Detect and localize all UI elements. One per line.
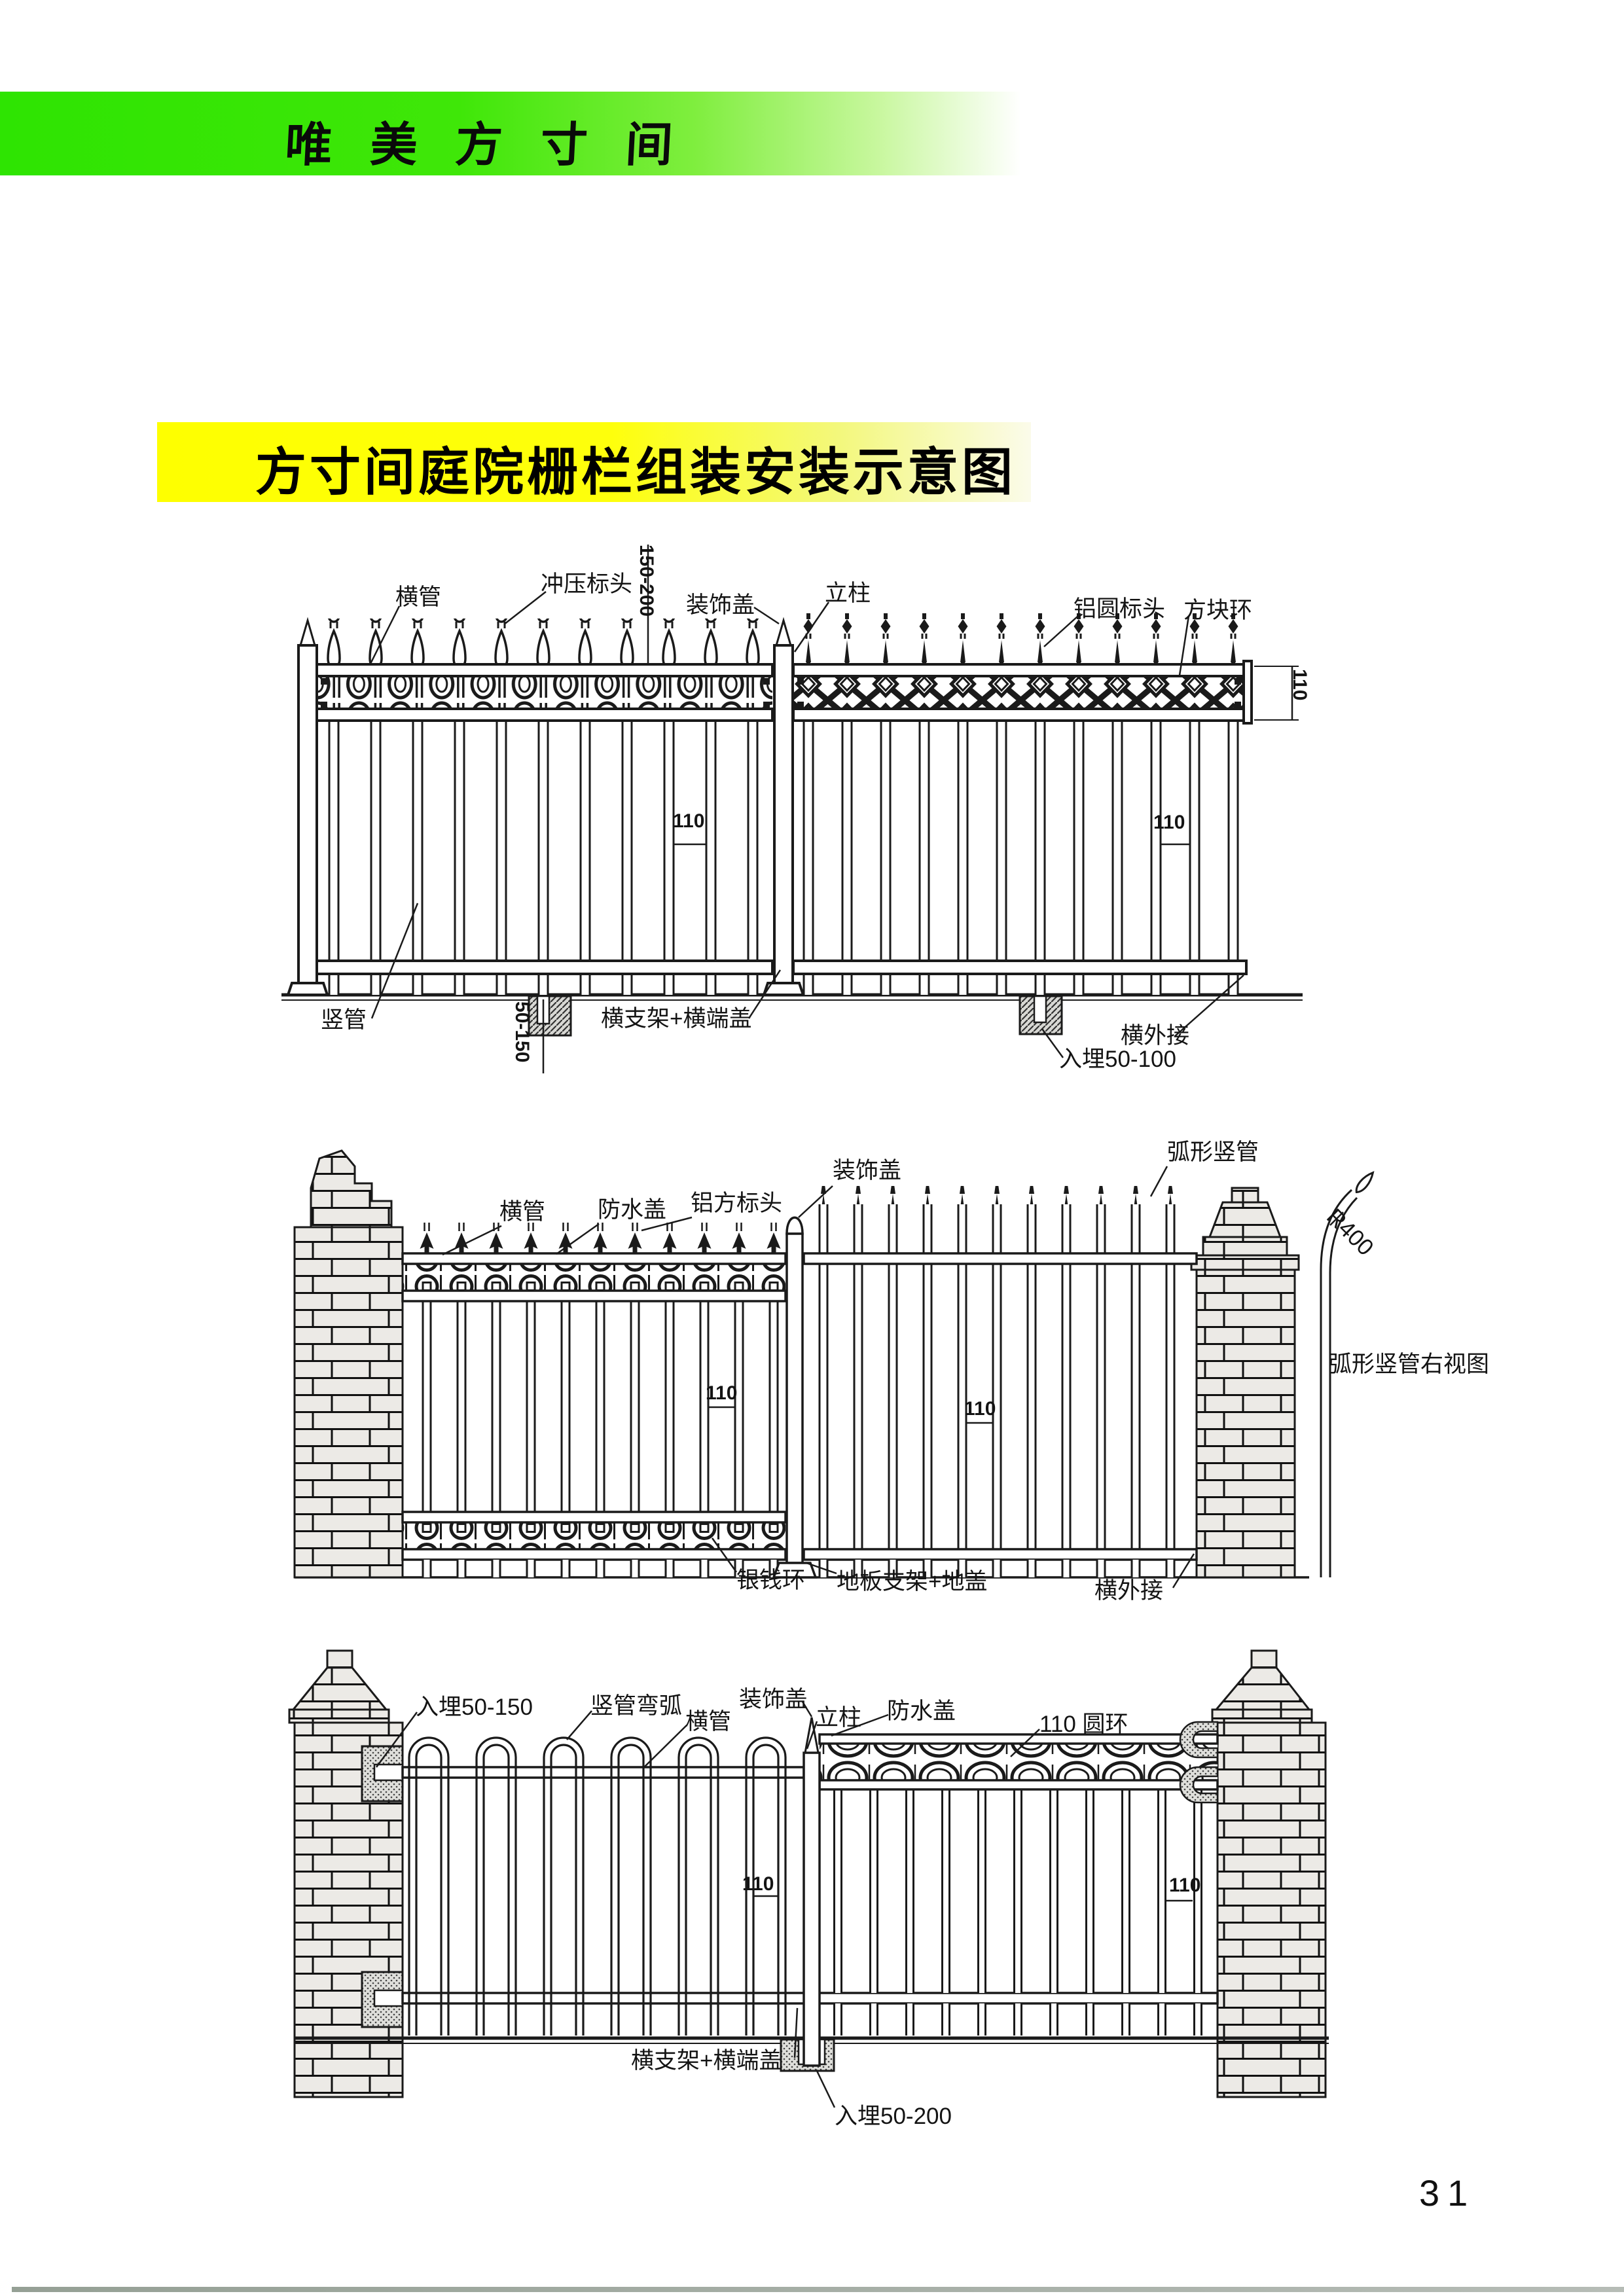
label-coin-ring: 银钱环 — [736, 1568, 806, 1593]
label-embed-depth-1: 入埋50-100 — [1059, 1047, 1176, 1072]
label-deco-cap-2: 装饰盖 — [833, 1158, 902, 1183]
label-deco-cap-1: 装饰盖 — [686, 592, 755, 618]
fence-assembly-diagram-2 — [293, 1149, 1375, 1588]
label-top-rail-2: 横管 — [499, 1199, 546, 1225]
label-rail-bracket-1: 横支架+横端盖 — [601, 1006, 752, 1031]
label-top-rail-1: 横管 — [395, 584, 442, 610]
dim-spacing-left-2: 110 — [706, 1382, 738, 1404]
dim-spacing-left-1: 110 — [673, 810, 705, 832]
label-outer-joint-1: 横外接 — [1121, 1023, 1190, 1049]
fence-assembly-diagram-3 — [288, 1649, 1329, 2108]
title-banner: 方寸间庭院栅栏组装安装示意图 — [157, 422, 1031, 502]
dim-band-height: 110 — [1289, 669, 1310, 701]
dim-spacing-right-2: 110 — [964, 1398, 996, 1420]
label-outer-joint-2: 横外接 — [1094, 1578, 1164, 1604]
label-alu-square-tip: 铝方标头 — [691, 1191, 783, 1216]
label-rail-bracket-3: 横支架+横端盖 — [631, 2048, 782, 2073]
label-floor-bracket: 地板支架+地盖 — [837, 1569, 988, 1594]
page-title: 方寸间庭院栅栏组装安装示意图 — [255, 443, 1017, 501]
label-arc-tube: 弧形竖管 — [1167, 1139, 1259, 1165]
page-number: 31 — [1419, 2172, 1476, 2214]
dim-spacing-right-3: 110 — [1169, 1874, 1201, 1896]
label-post-3: 立柱 — [816, 1705, 862, 1731]
label-ring-110: 110 圆环 — [1039, 1712, 1128, 1737]
label-top-rail-3: 横管 — [685, 1709, 732, 1734]
dim-side-embed-1: 50-150 — [511, 1001, 533, 1063]
label-post-1: 立柱 — [825, 581, 871, 606]
label-square-ring: 方块环 — [1183, 598, 1253, 623]
label-waterproof-3: 防水盖 — [887, 1698, 956, 1724]
dim-spacing-right-1: 110 — [1153, 812, 1185, 833]
brand-logo: 唯美方寸间 — [283, 119, 712, 171]
label-bent-arc-tube: 竖管弯弧 — [590, 1693, 683, 1719]
label-stamped-tip: 冲压标头 — [541, 571, 633, 597]
bottom-scan-edge — [12, 2287, 1624, 2292]
label-embed-depth-3: 入埋50-200 — [835, 2104, 952, 2129]
dim-spacing-left-3: 110 — [742, 1873, 774, 1895]
label-deco-cap-3: 装饰盖 — [739, 1687, 808, 1712]
label-waterproof-2: 防水盖 — [598, 1197, 667, 1223]
label-alu-round-tip: 铝圆标头 — [1074, 596, 1166, 622]
fence-assembly-diagram-1 — [281, 545, 1303, 1073]
label-upright-tube: 竖管 — [321, 1007, 367, 1033]
label-side-embed-3: 入埋50-150 — [416, 1695, 533, 1720]
dim-top-extend: 150-200 — [636, 545, 657, 617]
header-green-bar — [0, 92, 1021, 175]
label-side-view: 弧形竖管右视图 — [1329, 1352, 1490, 1377]
